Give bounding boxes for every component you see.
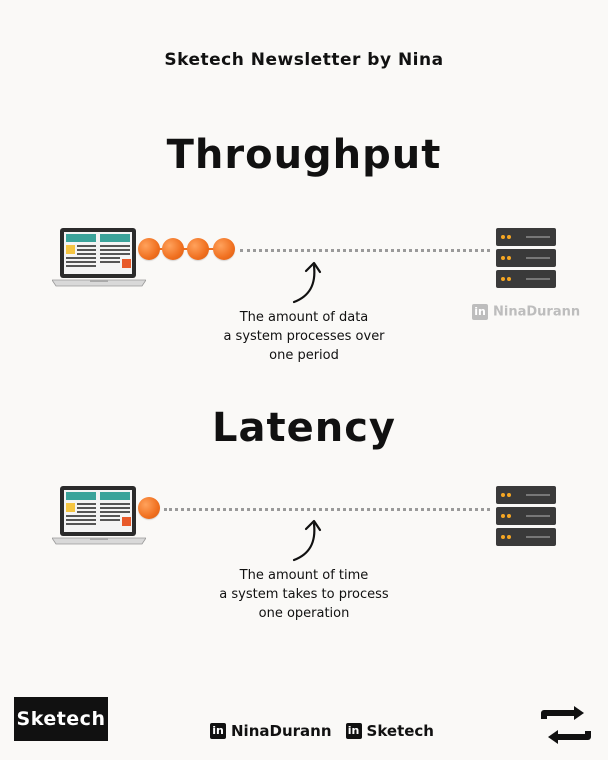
- watermark-text: NinaDurann: [493, 304, 581, 320]
- throughput-caption: The amount of data a system processes ov…: [174, 308, 434, 365]
- data-packet: [187, 238, 209, 260]
- caption-line: one period: [269, 348, 339, 363]
- caption-line: The amount of time: [239, 568, 369, 583]
- caption-line: a system processes over: [223, 329, 385, 344]
- sketech-logo: Sketech: [14, 697, 108, 741]
- server-icon: [496, 486, 556, 546]
- laptop-icon: [52, 228, 146, 287]
- caption-line: The amount of data: [239, 310, 369, 325]
- connection-line: [164, 508, 490, 511]
- curved-arrow-icon: [292, 519, 322, 562]
- data-packet: [138, 238, 160, 260]
- throughput-title: Throughput: [166, 132, 442, 178]
- data-packet: [138, 497, 160, 519]
- server-icon: [496, 228, 556, 288]
- connection-line: [240, 249, 490, 252]
- linkedin-icon: in: [345, 723, 362, 739]
- curved-arrow-icon: [292, 261, 322, 304]
- data-packet: [213, 238, 235, 260]
- laptop-icon: [52, 486, 146, 545]
- newsletter-header: Sketech Newsletter by Nina: [164, 50, 444, 70]
- repost-icon[interactable]: [538, 705, 594, 745]
- link-label: NinaDurann: [231, 722, 332, 740]
- link-label: Sketech: [366, 722, 434, 740]
- linkedin-link-ninadurann[interactable]: in NinaDurann: [210, 722, 332, 740]
- linkedin-icon: in: [210, 723, 226, 739]
- caption-line: one operation: [258, 606, 350, 621]
- data-packet: [162, 238, 184, 260]
- caption-line: a system takes to process: [219, 587, 389, 602]
- latency-caption: The amount of time a system takes to pro…: [174, 566, 434, 623]
- watermark: in NinaDurann: [472, 304, 580, 320]
- latency-title: Latency: [212, 405, 396, 451]
- linkedin-icon: in: [472, 304, 488, 320]
